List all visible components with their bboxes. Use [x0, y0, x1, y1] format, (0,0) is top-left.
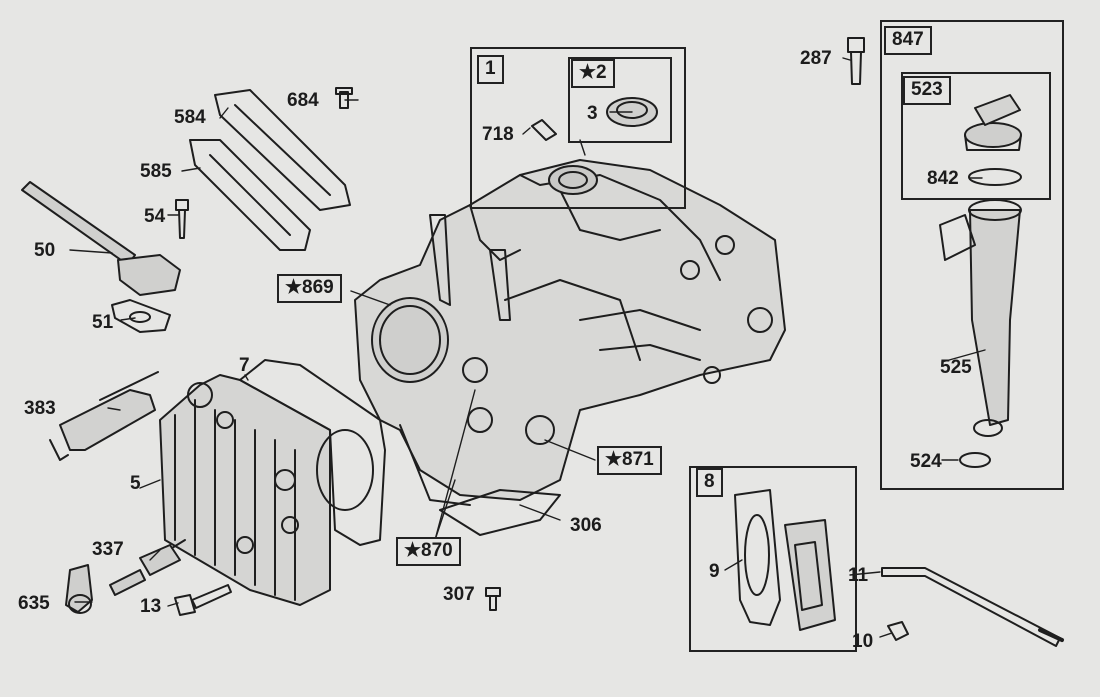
callout-13: 13	[140, 596, 162, 617]
gasket-306-drawing	[439, 489, 561, 536]
callout-585: 585	[140, 161, 172, 182]
screw-10-drawing	[887, 621, 909, 641]
dipstick-cap-drawing	[964, 94, 1022, 151]
breather-tube-drawing	[21, 181, 181, 296]
callout-51: 51	[92, 312, 114, 333]
callout-8: 8	[696, 468, 723, 497]
callout-5: 5	[130, 473, 141, 494]
kit-847-box	[880, 20, 1064, 490]
callout-337: 337	[92, 539, 124, 560]
callout-524: 524	[910, 451, 942, 472]
callout-7: 7	[239, 355, 250, 376]
gasket-585-slot	[209, 154, 291, 236]
gasket-584-slot	[234, 104, 331, 196]
callout-9: 9	[709, 561, 720, 582]
callout-2: ★2	[571, 59, 615, 88]
callout-870: ★870	[396, 537, 461, 566]
kit-2-box	[568, 57, 672, 143]
pin-718-drawing	[531, 119, 557, 141]
kit-523-box	[901, 72, 1051, 200]
callout-11: 11	[848, 565, 869, 586]
kit-8-box	[689, 466, 857, 652]
head-gasket-bore	[316, 429, 374, 511]
cylinder-head-drawing	[159, 374, 331, 606]
callout-847: 847	[884, 26, 932, 55]
bolt-13-drawing	[174, 584, 232, 616]
screw-684-drawing	[335, 87, 353, 109]
callout-523: 523	[903, 76, 951, 105]
gasket-585-drawing	[189, 139, 311, 251]
callout-3: 3	[587, 103, 598, 124]
bolt-54-drawing	[175, 199, 189, 239]
gasket-51-drawing	[111, 299, 171, 333]
head-gasket-drawing	[239, 359, 386, 546]
callout-50: 50	[34, 240, 56, 261]
callout-307: 307	[443, 584, 475, 605]
callout-718: 718	[482, 124, 514, 145]
gasket-584-drawing	[214, 89, 351, 211]
callout-871: ★871	[597, 446, 662, 475]
leader-lines	[69, 57, 986, 638]
callout-287: 287	[800, 48, 832, 69]
callout-54: 54	[144, 206, 166, 227]
screw-287-drawing	[847, 37, 865, 85]
dipstick-tube-drawing	[939, 199, 1022, 437]
callout-842: 842	[927, 168, 959, 189]
callout-383: 383	[24, 398, 56, 419]
bolt-307-drawing	[485, 587, 501, 611]
valve-383-drawing	[49, 371, 159, 461]
oring-842-drawing	[968, 168, 1022, 186]
gasket-kit-drawing	[734, 489, 836, 631]
callout-869: ★869	[277, 274, 342, 303]
elbow-635-drawing	[65, 564, 93, 614]
oring-524-drawing	[959, 452, 991, 468]
dipstick-11-drawing	[881, 567, 1064, 647]
callout-1: 1	[477, 55, 504, 84]
kit-1-box	[470, 47, 686, 209]
callout-10: 10	[852, 631, 874, 652]
callout-684: 684	[287, 90, 319, 111]
callout-635: 635	[18, 593, 50, 614]
callout-306: 306	[570, 515, 602, 536]
cylinder-block-drawing	[354, 159, 786, 506]
callout-525: 525	[940, 357, 972, 378]
callout-584: 584	[174, 107, 206, 128]
